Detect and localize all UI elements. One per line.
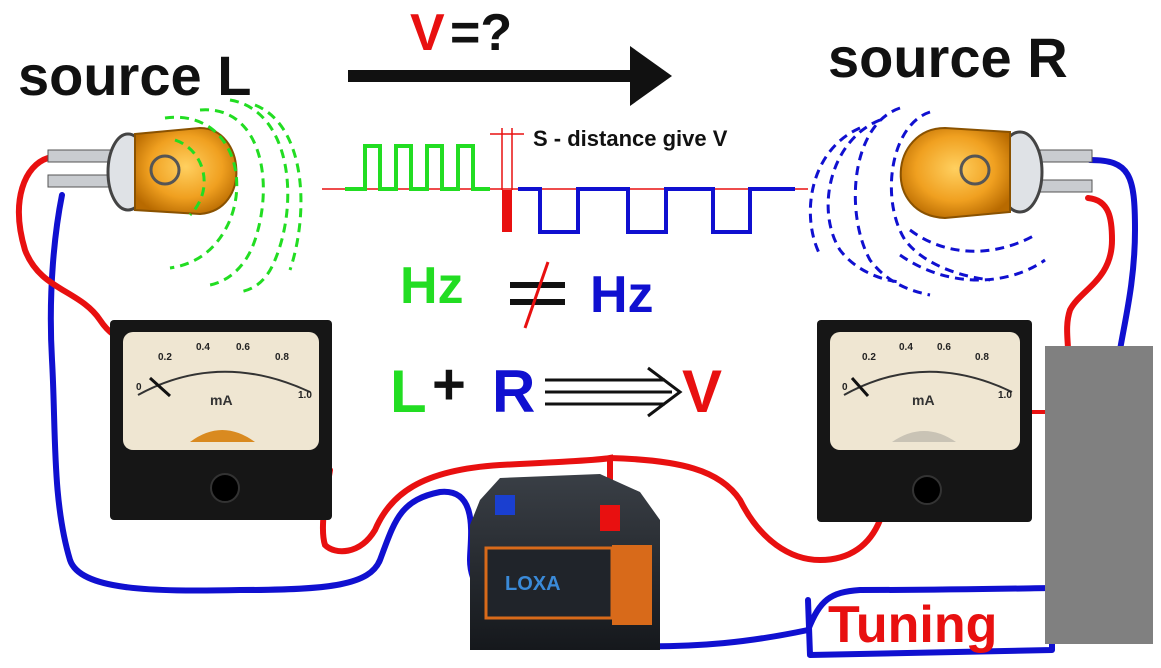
blue-emission-waves [808, 106, 1046, 297]
svg-text:0.8: 0.8 [975, 352, 989, 363]
svg-text:0.6: 0.6 [236, 342, 250, 353]
wire-red-middle [319, 454, 883, 564]
source-left-label: source L [18, 44, 251, 107]
hz-left-label: Hz [400, 257, 464, 315]
svg-text:1.0: 1.0 [298, 390, 312, 401]
wire-blue-right [1087, 157, 1139, 353]
green-emission-waves [164, 98, 303, 294]
tuning-label: Tuning [828, 596, 997, 654]
svg-text:0.4: 0.4 [196, 342, 210, 353]
battery: LOXA [470, 474, 660, 650]
svg-text:1.0: 1.0 [998, 390, 1012, 401]
meter-right: 0 0.2 0.4 0.6 0.8 1.0 mA [817, 320, 1032, 522]
equation-v: V [682, 358, 722, 425]
meter-left: 0 0.2 0.4 0.6 0.8 1.0 mA [110, 320, 332, 520]
equation-plus: + [432, 352, 466, 417]
battery-brand: LOXA [505, 573, 561, 595]
bulb-left [47, 126, 238, 216]
title-v: V [410, 4, 445, 62]
svg-text:0.2: 0.2 [158, 352, 172, 363]
source-right-label: source R [828, 26, 1068, 89]
implies-arrow [545, 366, 683, 418]
blue-square-wave [518, 187, 795, 234]
svg-text:mA: mA [210, 392, 233, 408]
svg-text:0.4: 0.4 [899, 342, 913, 353]
velocity-arrow-head [630, 46, 672, 106]
svg-text:mA: mA [912, 392, 935, 408]
hz-right-label: Hz [590, 266, 654, 324]
not-equal-slash [523, 261, 550, 329]
svg-text:0.2: 0.2 [862, 352, 876, 363]
wire-red-right [1064, 195, 1116, 353]
distance-gap-marker [502, 190, 512, 232]
svg-text:0: 0 [136, 382, 142, 393]
tuning-box [1045, 346, 1153, 644]
title-eq: =? [450, 4, 512, 62]
svg-text:0: 0 [842, 382, 848, 393]
distance-note: S - distance give V [533, 126, 728, 151]
svg-text:0.8: 0.8 [275, 352, 289, 363]
bulb-right [899, 126, 1093, 220]
green-square-wave [345, 144, 490, 191]
equation-r: R [492, 358, 535, 425]
svg-text:0.6: 0.6 [937, 342, 951, 353]
equation-l: L [390, 358, 427, 425]
